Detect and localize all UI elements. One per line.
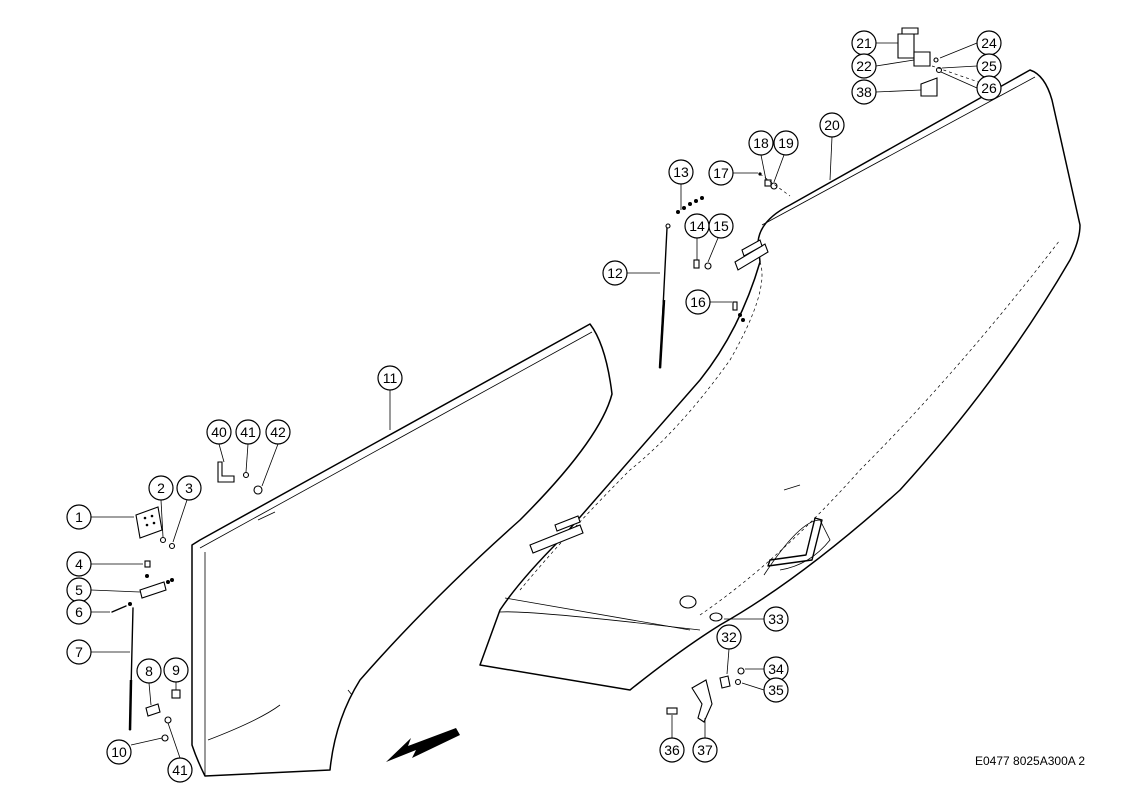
callout-37: 37	[692, 737, 718, 763]
direction-arrow	[386, 728, 460, 762]
right-side-panel	[479, 69, 1081, 691]
svg-text:36: 36	[664, 742, 680, 758]
callout-14: 14	[684, 213, 710, 239]
svg-text:13: 13	[673, 164, 689, 180]
fasteners-17-18-19	[758, 172, 791, 197]
gas-strut-lower	[128, 607, 134, 731]
svg-text:14: 14	[689, 218, 705, 234]
svg-text:32: 32	[721, 629, 737, 645]
left-side-panel	[191, 323, 613, 777]
svg-text:1: 1	[75, 509, 83, 525]
callout-15: 15	[708, 213, 734, 239]
callout-6: 6	[66, 599, 92, 625]
callout-22: 22	[851, 53, 877, 79]
callout-19: 19	[773, 130, 799, 156]
fasteners-32-to-37	[666, 612, 745, 723]
callout-24: 24	[976, 30, 1002, 56]
drawing-reference: E0477 8025A300A 2	[975, 754, 1086, 768]
callout-34: 34	[763, 656, 789, 682]
svg-text:41: 41	[240, 424, 256, 440]
callout-21: 21	[851, 30, 877, 56]
svg-text:34: 34	[768, 661, 784, 677]
svg-text:25: 25	[981, 58, 997, 74]
callout-13: 13	[668, 159, 694, 185]
svg-text:17: 17	[713, 165, 729, 181]
callout-26: 26	[976, 75, 1002, 101]
callout-1: 1	[66, 504, 92, 530]
callout-11: 11	[377, 365, 403, 391]
callout-4: 4	[66, 551, 92, 577]
callout-5: 5	[66, 577, 92, 603]
callout-2: 2	[148, 475, 174, 501]
svg-text:11: 11	[383, 370, 398, 386]
callout-17: 17	[708, 160, 734, 186]
callout-41-lower: 41	[167, 757, 193, 783]
callout-18: 18	[748, 130, 774, 156]
svg-text:6: 6	[75, 604, 83, 620]
svg-text:21: 21	[856, 35, 872, 51]
svg-text:20: 20	[824, 117, 840, 133]
leader-lines	[90, 42, 978, 759]
svg-text:9: 9	[172, 662, 180, 678]
callout-25: 25	[976, 53, 1002, 79]
svg-text:15: 15	[713, 218, 729, 234]
fastener-13	[676, 196, 704, 214]
hinge-bracket-parts	[897, 27, 991, 97]
svg-text:24: 24	[981, 35, 997, 51]
svg-text:12: 12	[607, 265, 623, 281]
gas-strut-upper	[658, 223, 671, 369]
callout-32: 32	[716, 624, 742, 650]
fasteners-14-15	[693, 259, 712, 270]
callout-33: 33	[763, 606, 789, 632]
fastener-16	[732, 301, 745, 322]
svg-text:7: 7	[75, 644, 83, 660]
svg-text:18: 18	[753, 135, 769, 151]
fasteners-8-9-10	[145, 689, 181, 742]
fasteners-4-5-6	[111, 560, 174, 613]
lower-hinge	[529, 515, 584, 554]
svg-text:33: 33	[768, 611, 784, 627]
svg-text:41: 41	[172, 762, 188, 778]
svg-text:40: 40	[211, 424, 227, 440]
callout-42: 42	[265, 419, 291, 445]
svg-text:10: 10	[111, 744, 127, 760]
svg-text:22: 22	[856, 58, 872, 74]
callout-40: 40	[206, 419, 232, 445]
callout-10: 10	[106, 739, 132, 765]
svg-text:16: 16	[690, 294, 706, 310]
svg-text:5: 5	[75, 582, 83, 598]
callout-9: 9	[163, 657, 189, 683]
svg-text:8: 8	[145, 663, 153, 679]
svg-text:35: 35	[768, 682, 784, 698]
callout-20: 20	[819, 112, 845, 138]
callout-7: 7	[66, 639, 92, 665]
fasteners-2-3	[159, 536, 176, 550]
svg-text:37: 37	[697, 742, 713, 758]
callout-41-upper: 41	[235, 419, 261, 445]
callout-3: 3	[176, 475, 202, 501]
callout-16: 16	[685, 289, 711, 315]
mounting-plate-1	[135, 506, 163, 539]
svg-text:3: 3	[185, 480, 193, 496]
svg-text:2: 2	[157, 480, 165, 496]
callout-36: 36	[659, 737, 685, 763]
svg-text:26: 26	[981, 80, 997, 96]
svg-text:4: 4	[75, 556, 83, 572]
upper-hinge	[734, 239, 769, 271]
callout-35: 35	[763, 677, 789, 703]
callout-38: 38	[851, 79, 877, 105]
svg-text:42: 42	[270, 424, 286, 440]
fasteners-40-41-42	[217, 461, 263, 495]
callout-12: 12	[602, 260, 628, 286]
svg-text:38: 38	[856, 84, 872, 100]
svg-text:19: 19	[778, 135, 794, 151]
callout-8: 8	[136, 658, 162, 684]
